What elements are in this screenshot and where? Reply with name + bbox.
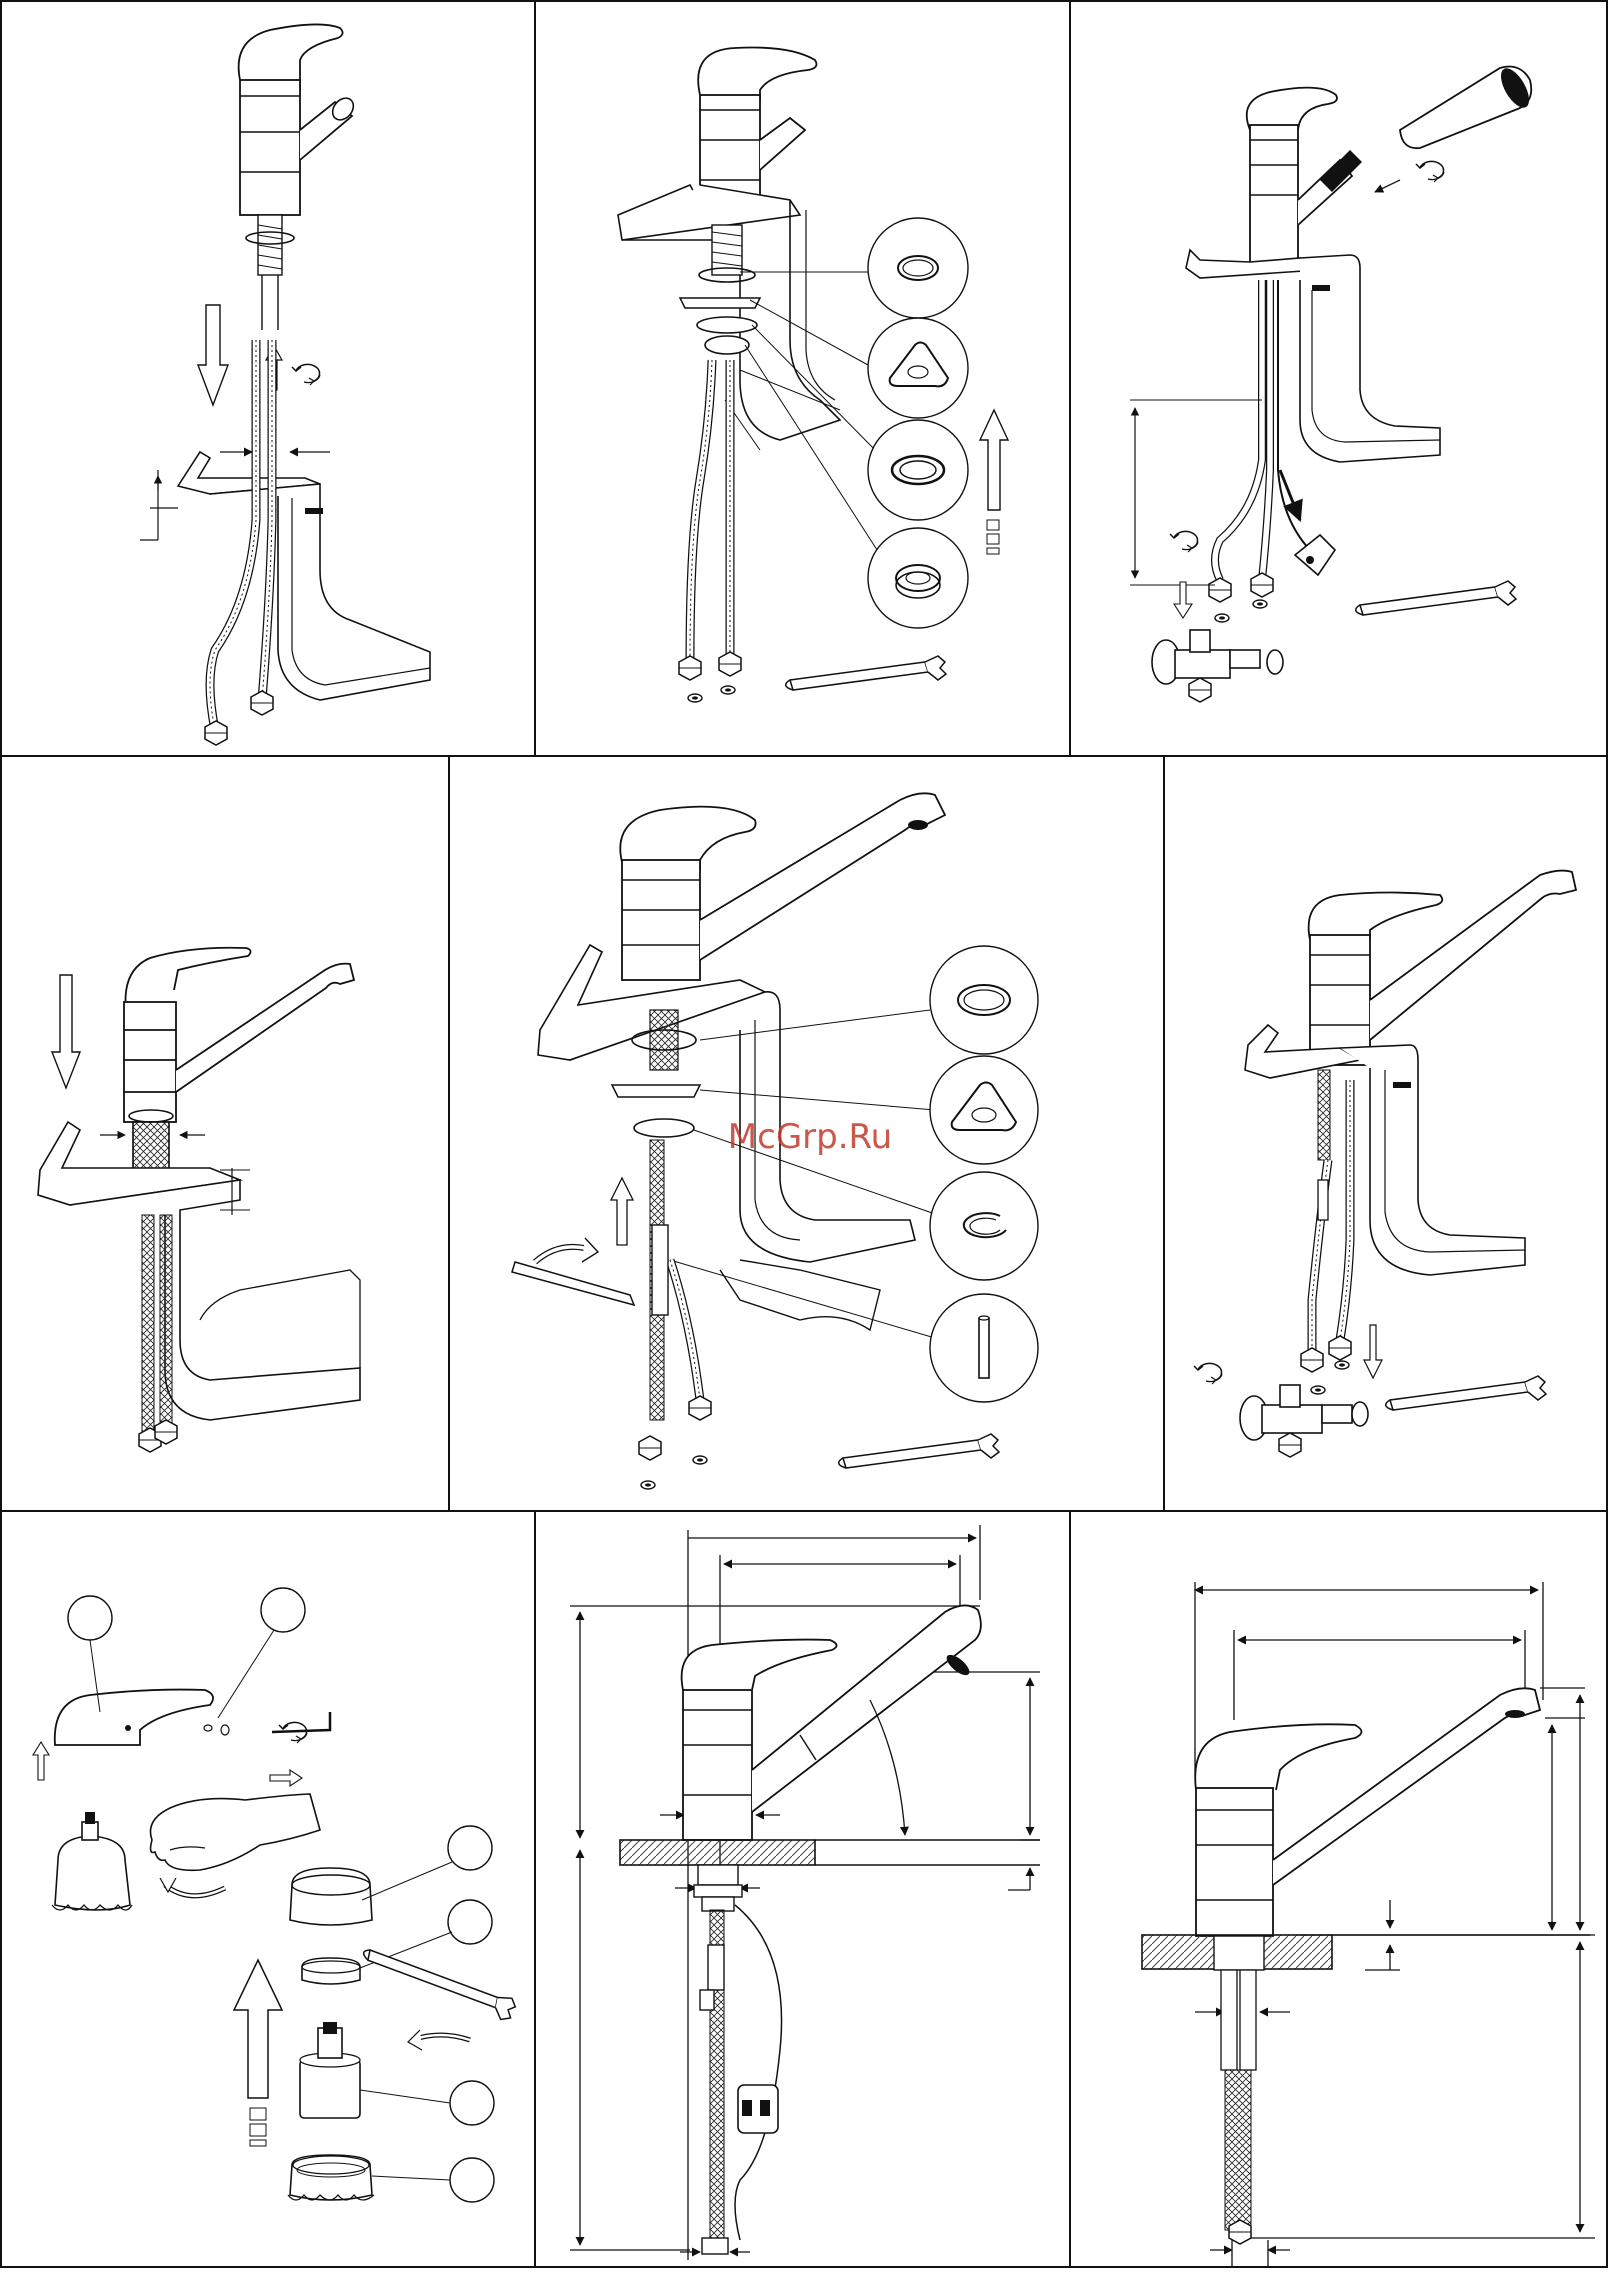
panel-dimensions-fixed xyxy=(1142,1582,1595,2268)
seal-ring-icon xyxy=(868,420,968,520)
countertop-icon xyxy=(620,1840,1040,1865)
panel-install-fixed-insert xyxy=(38,948,360,1452)
panel-install-pullout-insert xyxy=(140,24,430,745)
snap-ring-icon xyxy=(930,1172,1038,1280)
lever-icon xyxy=(55,1690,213,1745)
angle-valve-icon xyxy=(1240,1385,1368,1457)
panel-connect-pullout-hoses xyxy=(1130,64,1535,702)
cartridge-icon xyxy=(300,2022,360,2118)
rotate-icon xyxy=(292,364,320,385)
angle-valve-icon xyxy=(1152,600,1283,702)
rotate-icon xyxy=(1194,1363,1222,1384)
rotate-icon xyxy=(535,1238,598,1262)
panel-cartridge-replacement xyxy=(33,1588,519,2202)
triangle-washer-icon xyxy=(868,318,968,418)
panel-dimensions-pullout xyxy=(570,1525,1040,2260)
housing-icon xyxy=(288,2155,374,2200)
rotate-icon xyxy=(1170,531,1198,552)
pin-icon xyxy=(930,1294,1038,1402)
triangle-washer-icon xyxy=(930,1056,1038,1164)
panel-connect-fixed-hoses xyxy=(1194,871,1576,1457)
hex-key-icon xyxy=(270,1712,330,1786)
washer-icon xyxy=(868,218,968,318)
hose-icon xyxy=(142,1215,172,1435)
washer-icon xyxy=(930,946,1038,1054)
panel-install-pullout-parts xyxy=(618,48,1008,703)
ring-nut-icon xyxy=(302,1958,360,1984)
wrench-icon xyxy=(361,1927,519,2032)
up-arrow-icon xyxy=(234,1960,282,2146)
angle-icon xyxy=(870,1700,905,1835)
hose-icon xyxy=(210,340,272,730)
nut-icon xyxy=(868,528,968,628)
rotate-icon xyxy=(1416,161,1444,182)
down-arrow-icon xyxy=(1364,1325,1382,1378)
countertop-icon xyxy=(1142,1935,1590,1969)
down-arrow-icon xyxy=(198,305,228,405)
housing-icon xyxy=(52,1812,132,1910)
down-arrow-icon xyxy=(52,975,80,1088)
up-arrow-icon xyxy=(611,1178,633,1245)
spray-head-icon xyxy=(1400,64,1535,148)
cap-icon xyxy=(290,1868,372,1925)
wrench-icon xyxy=(1356,581,1516,615)
screw-icon xyxy=(204,1725,229,1735)
wrench-icon xyxy=(786,656,946,690)
weight-icon xyxy=(1295,535,1335,575)
watermark-text: McGrp.Ru xyxy=(728,1117,892,1157)
wrench-icon xyxy=(1386,1376,1546,1410)
up-arrow-icon xyxy=(980,410,1008,554)
wrench-icon xyxy=(839,1434,999,1468)
